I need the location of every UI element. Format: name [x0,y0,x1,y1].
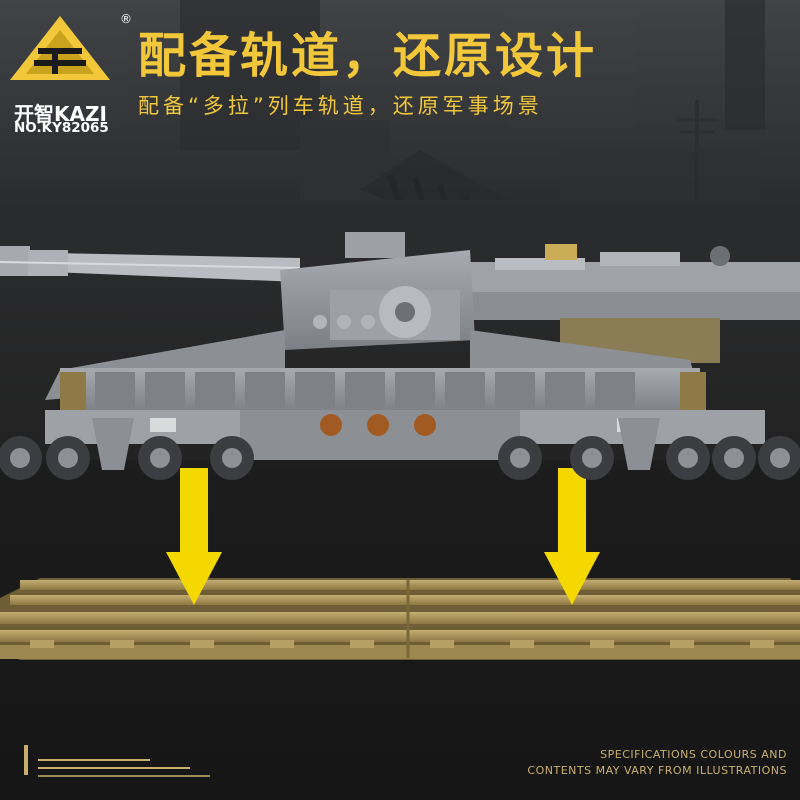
brand-name: 开智KAZI [14,102,107,126]
registered-mark: ® [120,12,132,26]
down-arrow-icon [166,468,222,605]
background-ruins [0,0,800,260]
model-number: NO.KY82065 [14,120,109,136]
down-arrow-icon [544,468,600,605]
rail-track [0,578,800,660]
headline-title: 配备轨道，还原设计 [138,28,598,84]
brand-logo: 开智KAZI NO.KY82065 [8,12,124,136]
pyramid-logo-icon [10,16,110,80]
wheel-set [0,436,800,480]
headline-subtitle: 配备“多拉”列车轨道，还原军事场景 [138,94,543,118]
decorative-lines [24,745,210,777]
disclaimer-line-2: CONTENTS MAY VARY FROM ILLUSTRATIONS [527,764,787,777]
railway-gun-model [0,232,800,480]
disclaimer-line-1: SPECIFICATIONS COLOURS AND [600,748,787,761]
